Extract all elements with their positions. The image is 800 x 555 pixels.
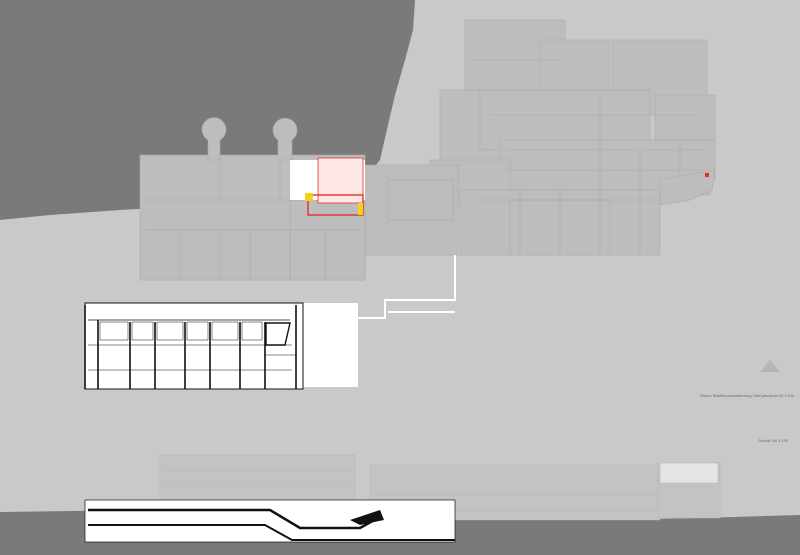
floor-plan-drawing	[84, 302, 358, 390]
highlighted-room-red	[317, 157, 364, 204]
unit-grid-lines	[145, 160, 360, 280]
building-interior-lines	[470, 59, 705, 255]
section-caption: Schnitt 1M 1:100	[758, 438, 789, 443]
north-arrow-icon	[760, 360, 780, 372]
red-point-marker	[705, 173, 709, 177]
path-lines	[358, 255, 456, 319]
rounded-towers	[201, 117, 298, 161]
section-drawing	[84, 499, 456, 543]
plan-stair-core	[265, 322, 291, 346]
plan-caption: Ebene Stadthauserweiterung Obergeschoss …	[700, 393, 795, 398]
yellow-marker-right	[358, 203, 363, 215]
yellow-marker-left	[305, 193, 313, 201]
plan-room-outlines	[88, 321, 296, 371]
extension-building	[139, 154, 459, 281]
plan-walls	[84, 305, 297, 389]
